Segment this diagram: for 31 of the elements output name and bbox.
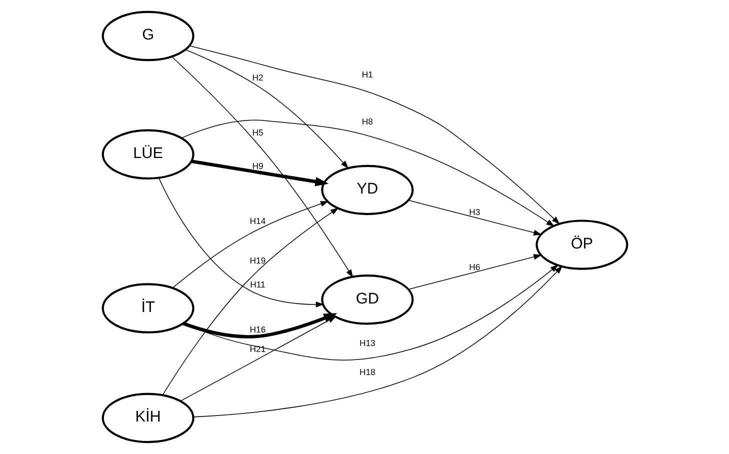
arrow: [407, 254, 542, 290]
edge-label: H16: [249, 324, 266, 335]
edge-label: H3: [468, 207, 480, 218]
arrow: [180, 120, 554, 227]
arrow: [192, 266, 562, 418]
arrow: [190, 160, 328, 186]
edge-label: H19: [249, 255, 266, 266]
edge-label: H9: [252, 160, 263, 171]
arrow: [182, 264, 558, 360]
edge-label: H14: [249, 216, 266, 226]
edge-label: H5: [252, 127, 263, 138]
arrow: [180, 316, 336, 402]
node-ellipse: KİH: [101, 392, 194, 444]
edge-label: H13: [358, 338, 375, 348]
node-ellipse: İT: [101, 283, 194, 334]
arrow: [162, 208, 338, 396]
arrow: [188, 45, 560, 224]
arrow: [184, 49, 348, 169]
edge-label: H18: [358, 366, 375, 377]
arrow: [182, 313, 337, 338]
node-ellipse: G: [101, 10, 194, 62]
node-ellipse: LÜE: [101, 129, 194, 180]
arrow: [407, 200, 542, 236]
edge-label: H1: [361, 70, 372, 80]
arrow: [172, 201, 328, 288]
arrow: [171, 56, 353, 278]
edge-label: H6: [468, 262, 480, 272]
edge-label: H11: [250, 279, 265, 290]
edge-label: H8: [361, 116, 372, 127]
arrow: [158, 178, 324, 308]
edge-label: H2: [252, 72, 263, 82]
